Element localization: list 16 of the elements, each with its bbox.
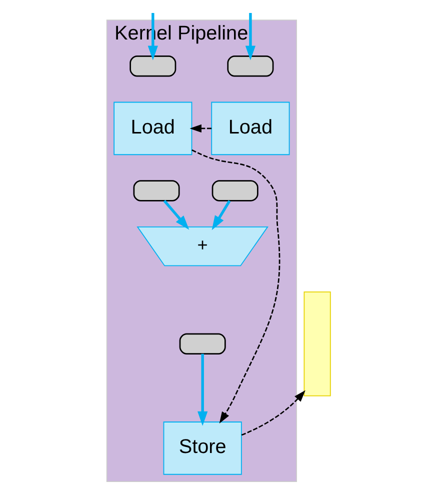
arrow [198, 354, 208, 426]
node-box: Load [114, 102, 192, 156]
arrow [245, 12, 256, 60]
node-box [133, 180, 180, 202]
node-box [227, 56, 274, 77]
arrow [192, 149, 280, 424]
arrow [212, 200, 231, 230]
arrow [163, 200, 190, 230]
node-box [212, 180, 258, 202]
arrow [190, 124, 212, 133]
node-box: Load [211, 102, 290, 156]
node-box [304, 291, 331, 396]
arrow [241, 390, 306, 436]
node-box: Store [163, 422, 242, 475]
node-box [130, 56, 176, 77]
node-box [179, 333, 226, 354]
